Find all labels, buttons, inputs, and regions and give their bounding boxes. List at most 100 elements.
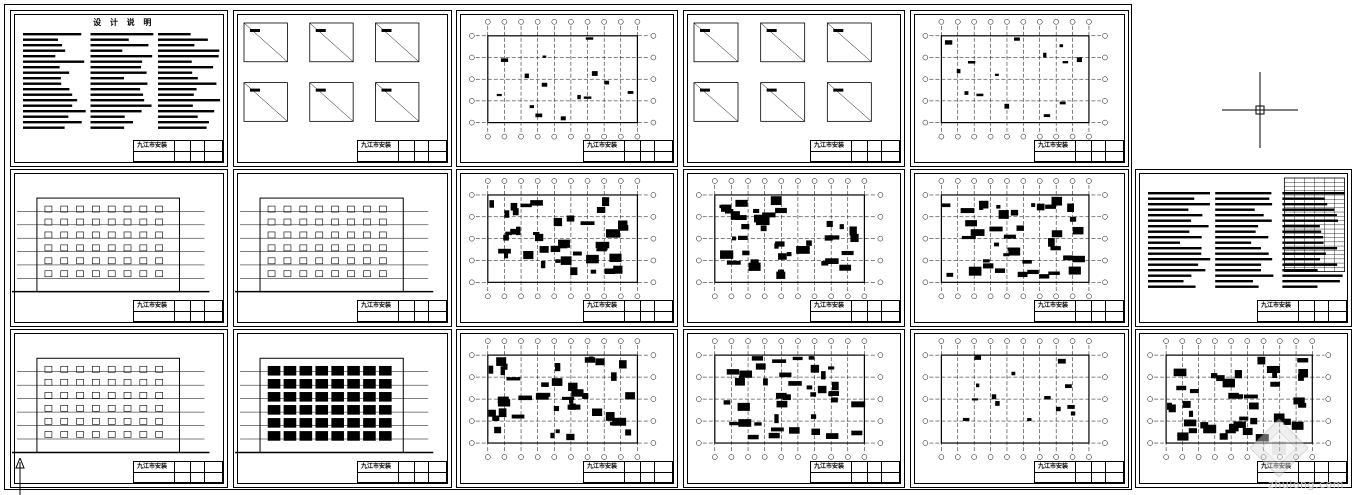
title-block-rule [134, 472, 222, 473]
title-block: 九江市安装 [1034, 140, 1124, 162]
title-block-rule [1091, 141, 1092, 161]
title-block-rule [1075, 462, 1076, 482]
title-block-rule [867, 301, 868, 321]
sheet-r3c5[interactable]: 九江市安装 [910, 329, 1129, 488]
title-block-rule [811, 472, 899, 473]
title-block: 九江市安装 [357, 461, 447, 483]
watermark-text: zhulong.com [1268, 478, 1344, 491]
title-block-rule [174, 141, 175, 161]
title-block: 九江市安装 [357, 140, 447, 162]
title-block-rule [654, 141, 655, 161]
title-block-label: 九江市安装 [814, 463, 844, 471]
sheet-r1c2[interactable]: 九江市安装 [233, 10, 452, 167]
sheet-r3c2[interactable]: 九江市安装 [233, 329, 452, 488]
title-block-rule [624, 301, 625, 321]
title-block-rule [1105, 462, 1106, 482]
title-block-rule [398, 141, 399, 161]
title-block-rule [190, 462, 191, 482]
title-block-label: 九江市安装 [814, 302, 844, 310]
sheet-r1c1[interactable]: 设 计 说 明九江市安装 [10, 10, 228, 167]
sheet-r2c3[interactable]: 九江市安装 [456, 169, 678, 327]
title-block-label: 九江市安装 [361, 302, 391, 310]
title-block: 九江市安装 [583, 300, 673, 322]
title-block-rule [428, 462, 429, 482]
title-block-rule [867, 462, 868, 482]
title-block: 九江市安装 [810, 300, 900, 322]
title-block-label: 九江市安装 [137, 463, 167, 471]
sheet-r2c1[interactable]: 九江市安装 [10, 169, 228, 327]
title-block: 九江市安装 [133, 300, 223, 322]
title-block-rule [654, 301, 655, 321]
title-block-rule [190, 141, 191, 161]
title-block-label: 九江市安装 [1038, 142, 1068, 150]
title-block-rule [851, 301, 852, 321]
title-block-rule [640, 141, 641, 161]
title-block-rule [1258, 311, 1346, 312]
sheet-r3c6[interactable]: 九江市安装 [1135, 329, 1352, 488]
title-block-rule [1035, 151, 1123, 152]
title-block-rule [204, 141, 205, 161]
title-block-rule [204, 301, 205, 321]
title-block-rule [414, 141, 415, 161]
title-block: 九江市安装 [1034, 300, 1124, 322]
title-block: 九江市安装 [133, 461, 223, 483]
title-block-rule [1075, 301, 1076, 321]
title-block-label: 九江市安装 [587, 463, 617, 471]
sheet-r1c4[interactable]: 九江市安装 [683, 10, 905, 167]
title-block-rule [174, 462, 175, 482]
title-block-rule [881, 301, 882, 321]
title-block-label: 九江市安装 [137, 142, 167, 150]
sheet-r2c6[interactable]: 九江市安装 [1135, 169, 1352, 327]
title-block-rule [414, 301, 415, 321]
title-block: 九江市安装 [810, 140, 900, 162]
sheet-r2c4[interactable]: 九江市安装 [683, 169, 905, 327]
title-block-rule [190, 301, 191, 321]
title-block-rule [398, 301, 399, 321]
title-block-rule [358, 472, 446, 473]
title-block-rule [624, 462, 625, 482]
title-block-label: 九江市安装 [361, 463, 391, 471]
title-block-rule [428, 141, 429, 161]
title-block-label: 九江市安装 [137, 302, 167, 310]
title-block-rule [1091, 462, 1092, 482]
title-block: 九江市安装 [810, 461, 900, 483]
sheet-r3c1[interactable]: 九江市安装 [10, 329, 228, 488]
title-block-label: 九江市安装 [1261, 302, 1291, 310]
title-block-rule [640, 462, 641, 482]
title-block-rule [867, 141, 868, 161]
title-block-label: 九江市安装 [814, 142, 844, 150]
title-block-rule [428, 301, 429, 321]
title-block-rule [654, 462, 655, 482]
title-block-rule [881, 141, 882, 161]
title-block-rule [204, 462, 205, 482]
title-block-label: 九江市安装 [587, 302, 617, 310]
title-block-rule [811, 311, 899, 312]
title-block: 九江市安装 [133, 140, 223, 162]
title-block-rule [398, 462, 399, 482]
title-block-rule [1035, 472, 1123, 473]
title-block-rule [134, 311, 222, 312]
title-block-rule [358, 151, 446, 152]
title-block-rule [811, 151, 899, 152]
title-block: 九江市安装 [583, 140, 673, 162]
sheet-r2c5[interactable]: 九江市安装 [910, 169, 1129, 327]
title-block-rule [414, 462, 415, 482]
title-block: 九江市安装 [1257, 300, 1347, 322]
title-block-rule [640, 301, 641, 321]
title-block-rule [881, 462, 882, 482]
title-block-label: 九江市安装 [1038, 463, 1068, 471]
title-block: 九江市安装 [1034, 461, 1124, 483]
sheet-r1c3[interactable]: 九江市安装 [456, 10, 678, 167]
sheet-r3c3[interactable]: 九江市安装 [456, 329, 678, 488]
sheet-r3c4[interactable]: 九江市安装 [683, 329, 905, 488]
zhulong-logo-icon [1248, 417, 1310, 479]
title-block-rule [584, 472, 672, 473]
title-block-rule [1091, 301, 1092, 321]
sheet-r1c5[interactable]: 九江市安装 [910, 10, 1129, 167]
sheet-title: 设 计 说 明 [93, 17, 154, 28]
title-block-rule [174, 301, 175, 321]
title-block-rule [624, 141, 625, 161]
sheet-r2c2[interactable]: 九江市安装 [233, 169, 452, 327]
title-block-rule [1328, 301, 1329, 321]
